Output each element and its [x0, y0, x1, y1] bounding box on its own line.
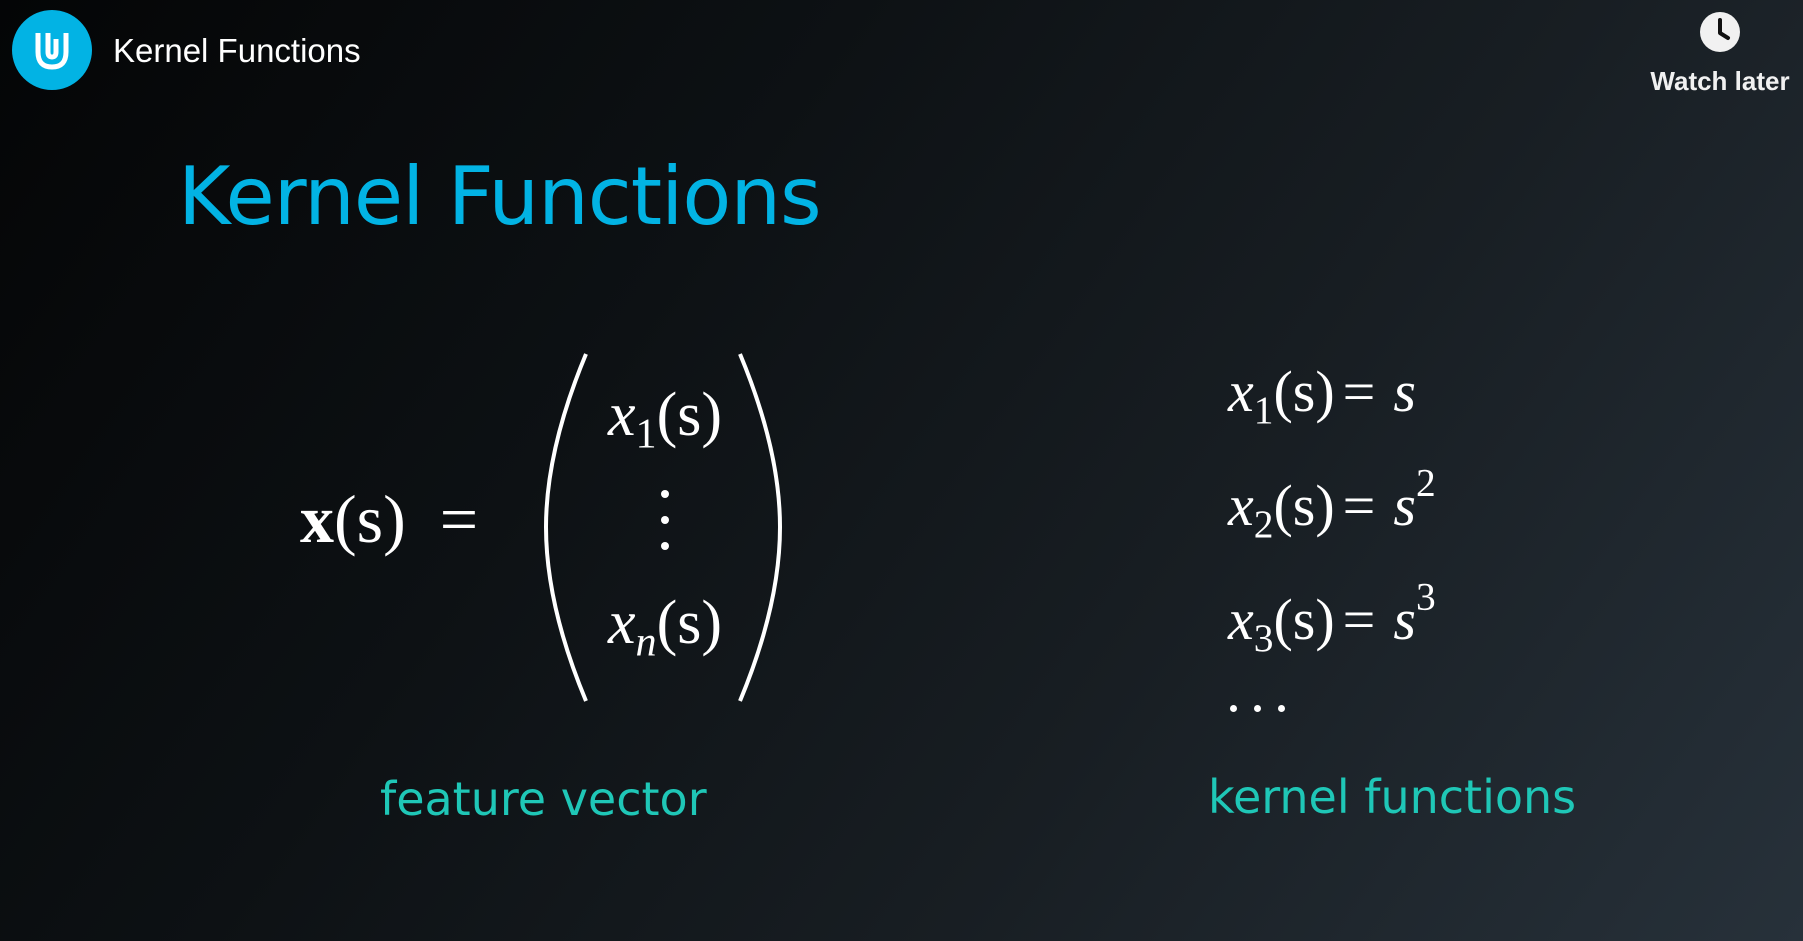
feature-vector-lhs: x(s) = [300, 480, 478, 559]
kf-var: x [1228, 473, 1254, 538]
left-paren-icon [543, 353, 588, 702]
kf-var: x [1228, 359, 1254, 424]
lhs-equals: = [439, 481, 479, 557]
right-paren-icon [738, 353, 783, 702]
kernel-function-row: x2(s)=s2 [1228, 463, 1436, 544]
kf-equals: = [1342, 473, 1376, 538]
watch-later-label: Watch later [1650, 66, 1790, 96]
kf-power: 2 [1415, 460, 1436, 505]
clock-icon [1700, 12, 1740, 52]
video-title[interactable]: Kernel Functions [113, 32, 361, 69]
kf-arg: (s) [1273, 359, 1335, 424]
vector-first-index: 1 [635, 410, 657, 458]
kf-rhs: s [1393, 359, 1416, 424]
vertical-ellipsis-icon [655, 490, 675, 554]
kf-arg: (s) [1273, 587, 1335, 652]
horizontal-ellipsis-icon [1230, 705, 1286, 713]
kernel-function-row: x3(s)=s3 [1228, 577, 1436, 658]
kf-var: x [1228, 587, 1254, 652]
kf-rhs: s [1393, 587, 1416, 652]
watch-later-button[interactable]: Watch later [1640, 8, 1800, 100]
bold-x: x [300, 481, 334, 557]
kf-index: 3 [1253, 615, 1274, 660]
udacity-logo-icon [35, 33, 69, 70]
kf-equals: = [1342, 587, 1376, 652]
lhs-argument: (s) [334, 481, 406, 557]
kernel-function-row: x1(s)= s [1228, 358, 1416, 430]
kf-index: 2 [1253, 501, 1274, 546]
vector-last-index: n [635, 618, 657, 666]
vector-first-var: x [607, 381, 636, 449]
vector-first-entry: x1(s) [575, 380, 755, 455]
vector-last-entry: xn(s) [575, 588, 755, 663]
feature-vector-caption: feature vector [380, 772, 707, 826]
vector-first-arg: (s) [656, 381, 723, 449]
kf-index: 1 [1253, 387, 1274, 432]
slide-heading: Kernel Functions [178, 150, 822, 243]
kf-rhs: s [1393, 473, 1416, 538]
kf-power: 3 [1415, 574, 1436, 619]
vector-last-var: x [607, 589, 636, 657]
channel-avatar[interactable] [12, 10, 92, 90]
vector-last-arg: (s) [656, 589, 723, 657]
kernel-functions-caption: kernel functions [1208, 770, 1577, 824]
kf-equals: = [1342, 359, 1376, 424]
kf-arg: (s) [1273, 473, 1335, 538]
